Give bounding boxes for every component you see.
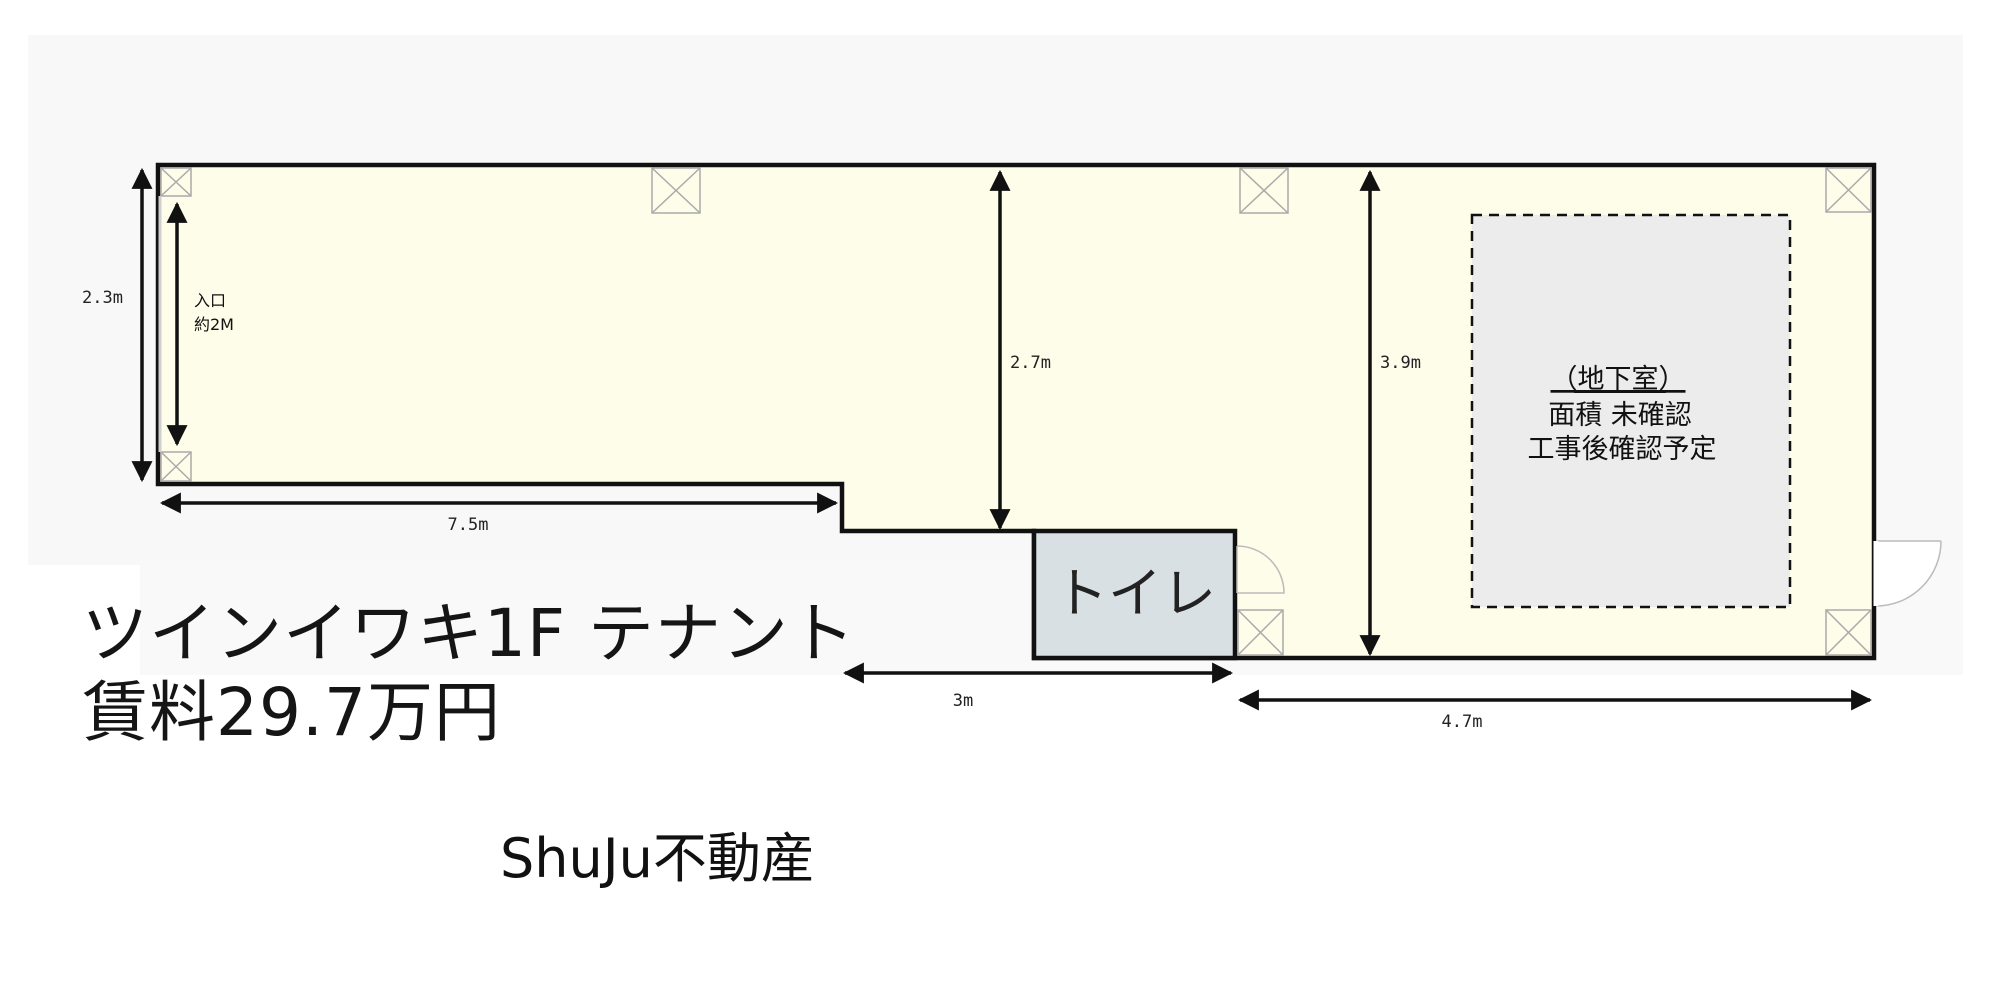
basement-line2: 工事後確認予定 [1528, 434, 1717, 465]
dimension-middle-height: 2.7m [1010, 353, 1051, 373]
agency-name: ShuJu不動産 [500, 827, 815, 890]
property-name: ツインイワキ1F テナント [82, 595, 856, 672]
column-top-3 [1239, 167, 1289, 214]
door-rear [1873, 540, 1942, 607]
basement-title: （地下室） [1551, 364, 1686, 395]
entrance-width: 約2M [194, 315, 234, 334]
entrance-label: 入口 [194, 291, 226, 310]
basement-line1: 面積 未確認 [1548, 400, 1692, 431]
basement-area [1470, 213, 1792, 609]
column-bottom-right [1825, 609, 1872, 656]
column-top-left [160, 167, 192, 197]
dimension-left-height: 2.3m [82, 288, 123, 308]
door-toilet [1236, 545, 1285, 594]
dimension-front-length: 7.5m [448, 515, 489, 535]
column-top-right [1825, 167, 1872, 213]
column-top-2 [651, 167, 701, 214]
rent-price: 賃料29.7万円 [82, 674, 501, 751]
dimension-rear-length: 4.7m [1442, 712, 1483, 732]
dimension-toilet-length: 3m [953, 691, 973, 711]
dimension-right-height: 3.9m [1380, 353, 1421, 373]
toilet-room [1031, 528, 1238, 661]
column-bottom-left [160, 451, 192, 482]
column-bottom-middle [1237, 609, 1284, 656]
toilet-label: トイレ [1054, 562, 1216, 625]
